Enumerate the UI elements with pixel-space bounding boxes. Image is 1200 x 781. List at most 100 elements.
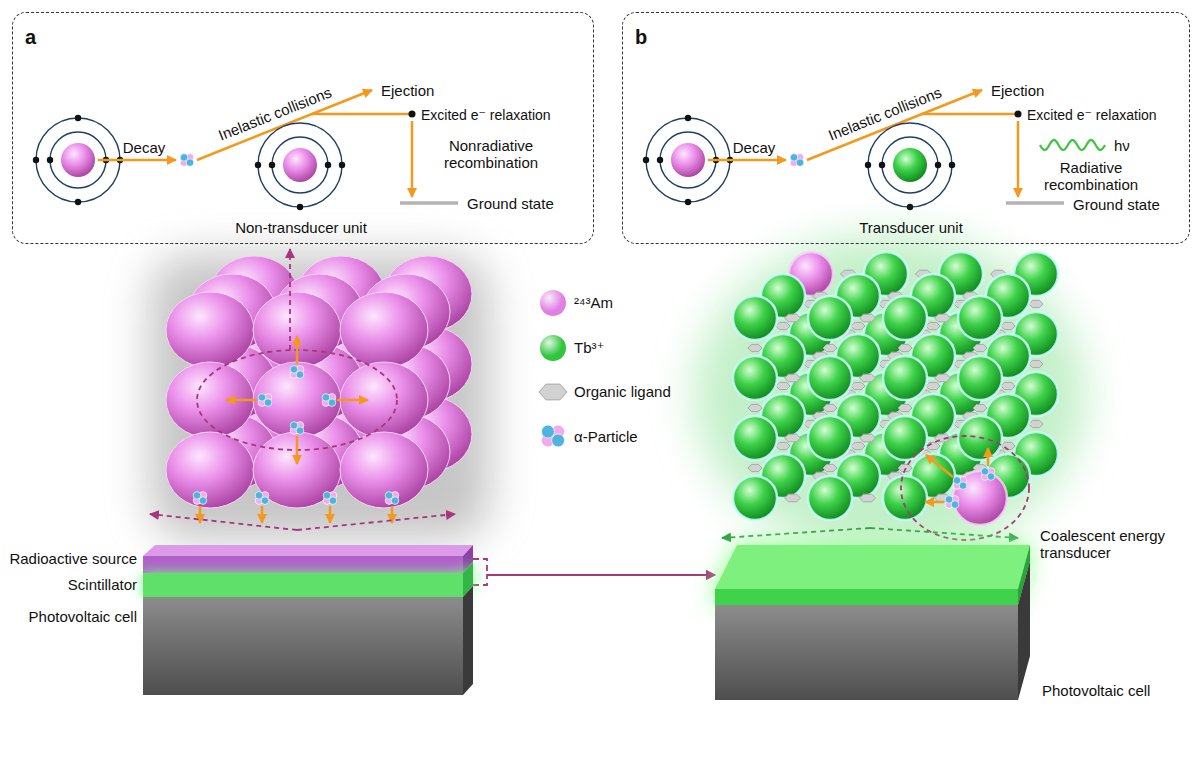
alpha-particle xyxy=(323,492,337,505)
electron xyxy=(269,162,275,168)
electron xyxy=(75,199,81,205)
arrow-line xyxy=(708,159,786,162)
ligand-hexagon xyxy=(785,374,801,382)
nucleon xyxy=(258,394,266,402)
arrow-line xyxy=(150,514,297,530)
ligand-hexagon xyxy=(851,442,865,449)
ligand-hexagon xyxy=(1001,382,1015,389)
arrow-line xyxy=(925,501,944,504)
photovoltaic-layer: Photovoltaic cell xyxy=(143,597,473,695)
flow-arrow xyxy=(473,559,715,575)
legend-entry: ²⁴³Am xyxy=(540,288,613,318)
panel-label: a xyxy=(25,25,36,49)
panel-label: Ejection xyxy=(991,82,1044,100)
legend-label: Organic ligand xyxy=(574,377,671,407)
nucleon xyxy=(180,154,188,162)
nucleon xyxy=(552,434,565,447)
legend-swatch xyxy=(540,290,566,316)
ligand-hexagon xyxy=(823,404,837,411)
nucleon xyxy=(296,427,304,435)
electron xyxy=(339,162,345,168)
alpha-particle xyxy=(981,468,995,481)
arrow-line xyxy=(226,399,257,402)
panel-box: aDecayInelastic collisionsEjectionExcite… xyxy=(12,12,594,244)
mof-cube xyxy=(695,235,1085,555)
ground-level xyxy=(400,201,458,205)
process-illustration xyxy=(33,90,458,210)
ligand-hexagon xyxy=(860,374,876,382)
terbium-sphere xyxy=(883,296,927,340)
electron xyxy=(643,157,649,163)
ligand-hexagon xyxy=(935,314,951,322)
terbium-sphere xyxy=(808,296,852,340)
terbium-sphere xyxy=(808,356,852,400)
arrow-line xyxy=(98,159,176,162)
terbium-sphere xyxy=(733,416,777,460)
arrow-line xyxy=(296,436,299,464)
americium-cube xyxy=(150,249,490,540)
ligand-hexagon xyxy=(973,404,987,411)
legend-entry: Organic ligand xyxy=(540,377,671,407)
slab-top xyxy=(143,545,473,556)
nucleon xyxy=(959,482,967,490)
ligand-hexagon xyxy=(776,382,790,389)
ligand-hexagon xyxy=(776,322,790,329)
arrow-line xyxy=(296,336,299,364)
slab-top xyxy=(715,545,1030,589)
nucleon xyxy=(323,492,331,500)
panel-label: Decay xyxy=(123,139,166,157)
slab-front xyxy=(143,556,463,573)
layer-shape xyxy=(143,573,473,597)
terbium-sphere xyxy=(733,296,777,340)
terbium-sphere xyxy=(733,476,777,520)
panel-label: Ground state xyxy=(1073,196,1160,214)
nucleon xyxy=(290,366,298,374)
nucleon xyxy=(296,371,304,379)
orbit xyxy=(272,137,328,193)
nucleon xyxy=(981,468,989,476)
legend-label: Tb³⁺ xyxy=(574,333,604,363)
nucleon xyxy=(199,497,207,505)
ligand-hexagon xyxy=(851,322,865,329)
nucleon xyxy=(541,425,554,438)
electron xyxy=(325,162,331,168)
glow xyxy=(150,255,490,540)
atom-symbol xyxy=(865,123,955,210)
source-layer: Radioactive source xyxy=(143,545,473,573)
ligand-hexagon xyxy=(860,494,876,502)
nucleon xyxy=(953,477,961,485)
nucleon xyxy=(391,497,399,505)
panel-label: Excited e⁻ relaxation xyxy=(421,107,551,124)
ground-level xyxy=(1006,201,1064,205)
nucleon xyxy=(951,501,959,509)
arrow-line xyxy=(411,121,414,197)
panel-label: Nonradiative recombination xyxy=(432,137,550,172)
arrow-line xyxy=(987,448,990,466)
alpha-particle xyxy=(258,394,272,407)
terbium-sphere xyxy=(883,356,927,400)
americium-sphere xyxy=(340,292,428,368)
nucleon xyxy=(322,394,330,402)
electron xyxy=(907,204,913,210)
panel-label: Inelastic collisions xyxy=(216,83,334,144)
ligand-hexagon xyxy=(539,384,567,400)
transducer-layer: Coalescent energy transducer xyxy=(715,545,1030,605)
ligand-hexagon xyxy=(860,434,876,442)
electron xyxy=(33,157,39,163)
atom-symbol xyxy=(255,123,345,210)
legend-entry: α-Particle xyxy=(540,422,638,452)
ligand-hexagon xyxy=(926,322,940,329)
ligand-hexagon xyxy=(785,494,801,502)
layer-shape xyxy=(143,545,473,573)
panel-label: Radiative recombination xyxy=(1035,159,1147,194)
nucleon xyxy=(261,497,269,505)
panel-label: Inelastic collisions xyxy=(826,83,944,144)
flow-arrow xyxy=(473,575,715,585)
electron xyxy=(685,115,691,121)
nucleus xyxy=(61,143,95,177)
ligand-hexagon xyxy=(776,442,790,449)
alpha-particle xyxy=(255,492,269,505)
slab-front xyxy=(715,605,1018,700)
photon-wave xyxy=(1040,140,1105,150)
